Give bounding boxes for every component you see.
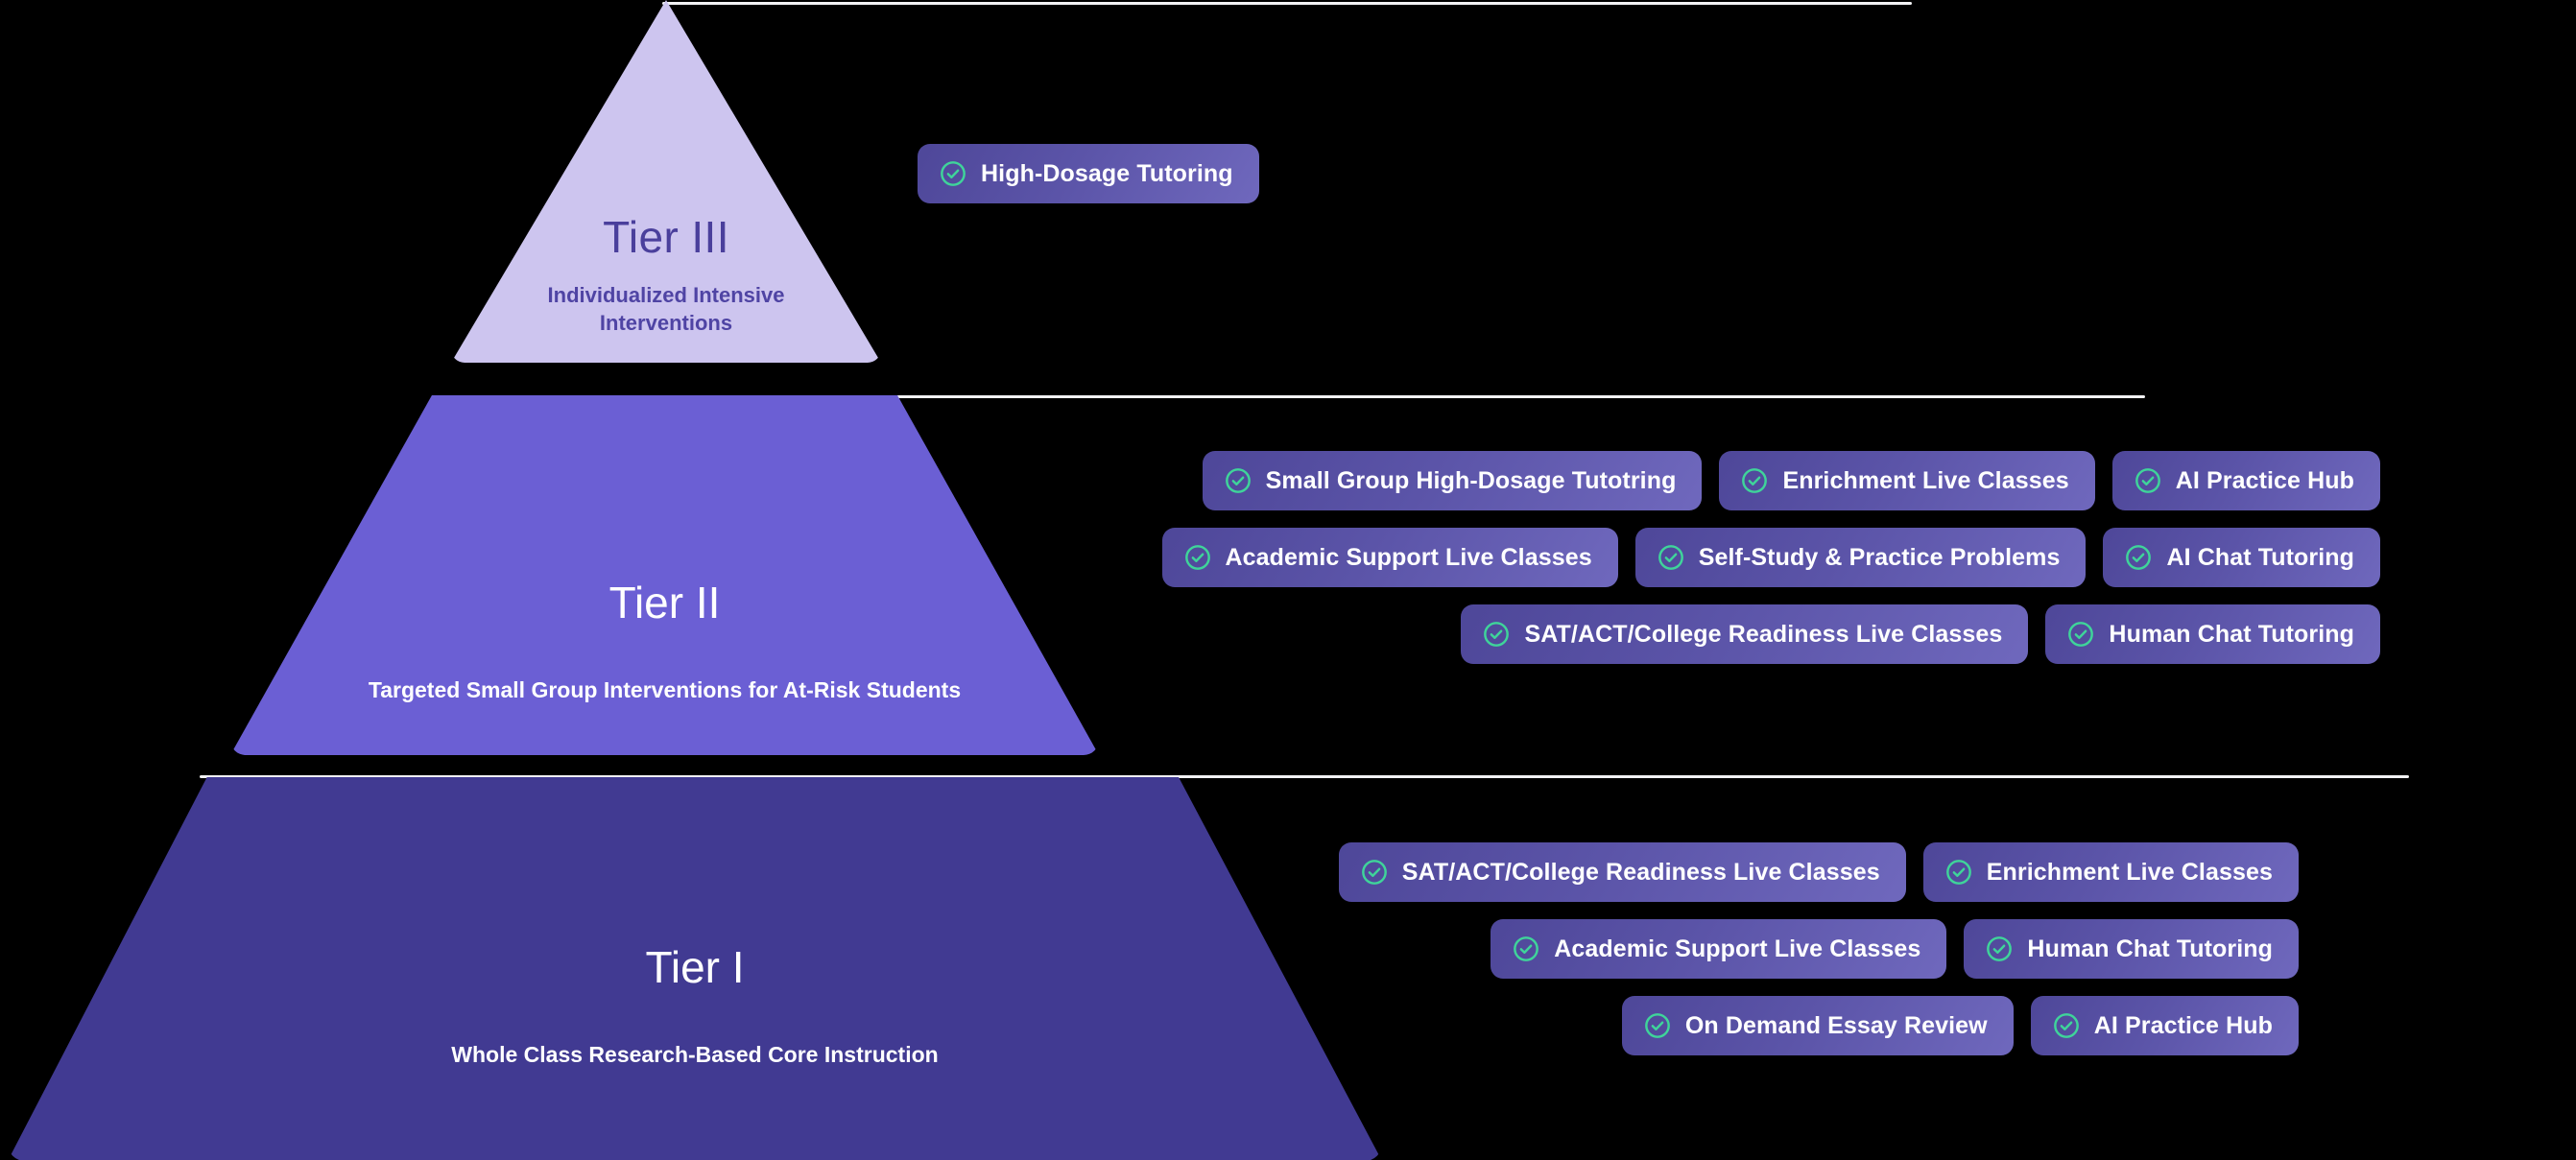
badge-label: Enrichment Live Classes <box>1986 858 2273 886</box>
badge-label: High-Dosage Tutoring <box>981 159 1233 187</box>
check-circle-icon <box>1184 545 1210 570</box>
tier-1-trapezoid <box>8 777 1382 1160</box>
check-circle-icon <box>1644 1013 1670 1038</box>
divider-line-middle <box>672 395 2145 398</box>
badge-label: Human Chat Tutoring <box>2027 935 2273 962</box>
check-circle-icon <box>2053 1013 2079 1038</box>
badge-label: On Demand Essay Review <box>1684 1011 1988 1039</box>
badge-human-chat-tutoring[interactable]: Human Chat Tutoring <box>2045 604 2380 664</box>
check-circle-icon <box>1514 936 1539 961</box>
tier-2-badge-row-3: SAT/ACT/College Readiness Live Classes H… <box>1061 604 2380 664</box>
tier-2-badge-row-1: Small Group High-Dosage Tutotring Enrich… <box>1061 451 2380 510</box>
tier-2-description: Targeted Small Group Interventions for A… <box>368 677 962 703</box>
check-circle-icon <box>1361 860 1387 885</box>
badge-small-group-high-dosage-tutoring[interactable]: Small Group High-Dosage Tutotring <box>1202 451 1703 510</box>
badge-enrichment-live-classes[interactable]: Enrichment Live Classes <box>1922 842 2299 902</box>
tier-3-shape[interactable]: Tier III Individualized Intensive Interv… <box>451 0 881 363</box>
tier-1-badge-row-1: SAT/ACT/College Readiness Live Classes E… <box>1085 842 2299 902</box>
badge-label: AI Chat Tutoring <box>2166 543 2354 571</box>
badge-label: Small Group High-Dosage Tutotring <box>1265 466 1677 494</box>
check-circle-icon <box>2135 468 2160 493</box>
badge-sat-act-college-readiness-live-classes[interactable]: SAT/ACT/College Readiness Live Classes <box>1338 842 1906 902</box>
check-circle-icon <box>2126 545 2152 570</box>
divider-line-bottom <box>200 775 2409 778</box>
badge-label: Self-Study & Practice Problems <box>1698 543 2061 571</box>
tier-1-shape[interactable]: Tier I Whole Class Research-Based Core I… <box>8 777 1382 1160</box>
badge-label: SAT/ACT/College Readiness Live Classes <box>1524 620 2003 648</box>
badge-label: Human Chat Tutoring <box>2109 620 2354 648</box>
tier-2-shape[interactable]: Tier II Targeted Small Group Interventio… <box>230 395 1099 755</box>
tier-3-badge-group: High-Dosage Tutoring <box>900 144 1259 203</box>
check-circle-icon <box>1987 936 2013 961</box>
tier-2-badge-row-2: Academic Support Live Classes Self-Study… <box>1061 528 2380 587</box>
check-circle-icon <box>1658 545 1683 570</box>
badge-academic-support-live-classes[interactable]: Academic Support Live Classes <box>1161 528 1618 587</box>
tier-1-badge-row-2: Academic Support Live Classes Human Chat… <box>1085 919 2299 979</box>
badge-ai-practice-hub[interactable]: AI Practice Hub <box>2111 451 2380 510</box>
badge-label: SAT/ACT/College Readiness Live Classes <box>1401 858 1880 886</box>
tier-3-title: Tier III <box>603 212 729 263</box>
tier-1-description: Whole Class Research-Based Core Instruct… <box>451 1042 939 1068</box>
badge-label: Enrichment Live Classes <box>1782 466 2069 494</box>
tier-2-label-group: Tier II Targeted Small Group Interventio… <box>230 577 1099 755</box>
tier-1-title: Tier I <box>645 941 745 992</box>
badge-label: AI Practice Hub <box>2093 1011 2273 1039</box>
badge-ai-chat-tutoring[interactable]: AI Chat Tutoring <box>2103 528 2380 587</box>
badge-self-study-practice-problems[interactable]: Self-Study & Practice Problems <box>1634 528 2087 587</box>
tier-1-badge-group: SAT/ACT/College Readiness Live Classes E… <box>1085 842 2299 1073</box>
check-circle-icon <box>1225 468 1251 493</box>
check-circle-icon <box>1742 468 1768 493</box>
check-circle-icon <box>2068 622 2094 647</box>
badge-ai-practice-hub[interactable]: AI Practice Hub <box>2030 996 2299 1055</box>
tier-1-badge-row-3: On Demand Essay Review AI Practice Hub <box>1085 996 2299 1055</box>
badge-label: AI Practice Hub <box>2175 466 2354 494</box>
tier-2-title: Tier II <box>608 577 721 627</box>
check-circle-icon <box>1484 622 1510 647</box>
badge-high-dosage-tutoring[interactable]: High-Dosage Tutoring <box>918 144 1259 203</box>
tier-1-label-group: Tier I Whole Class Research-Based Core I… <box>8 941 1382 1160</box>
badge-on-demand-essay-review[interactable]: On Demand Essay Review <box>1621 996 2014 1055</box>
check-circle-icon <box>1945 860 1971 885</box>
badge-academic-support-live-classes[interactable]: Academic Support Live Classes <box>1491 919 1947 979</box>
tier-3-description: Individualized Intensive Interventions <box>547 282 785 336</box>
tier-2-badge-group: Small Group High-Dosage Tutotring Enrich… <box>1061 451 2380 681</box>
badge-label: Academic Support Live Classes <box>1554 935 1921 962</box>
badge-enrichment-live-classes[interactable]: Enrichment Live Classes <box>1719 451 2095 510</box>
tier-3-badge-row-1: High-Dosage Tutoring <box>900 144 1259 203</box>
divider-line-top <box>662 2 1912 5</box>
badge-sat-act-college-readiness-live-classes[interactable]: SAT/ACT/College Readiness Live Classes <box>1461 604 2029 664</box>
check-circle-icon <box>941 161 966 186</box>
tier-3-label-group: Tier III Individualized Intensive Interv… <box>451 213 881 363</box>
badge-label: Academic Support Live Classes <box>1225 543 1592 571</box>
badge-human-chat-tutoring[interactable]: Human Chat Tutoring <box>1964 919 2299 979</box>
